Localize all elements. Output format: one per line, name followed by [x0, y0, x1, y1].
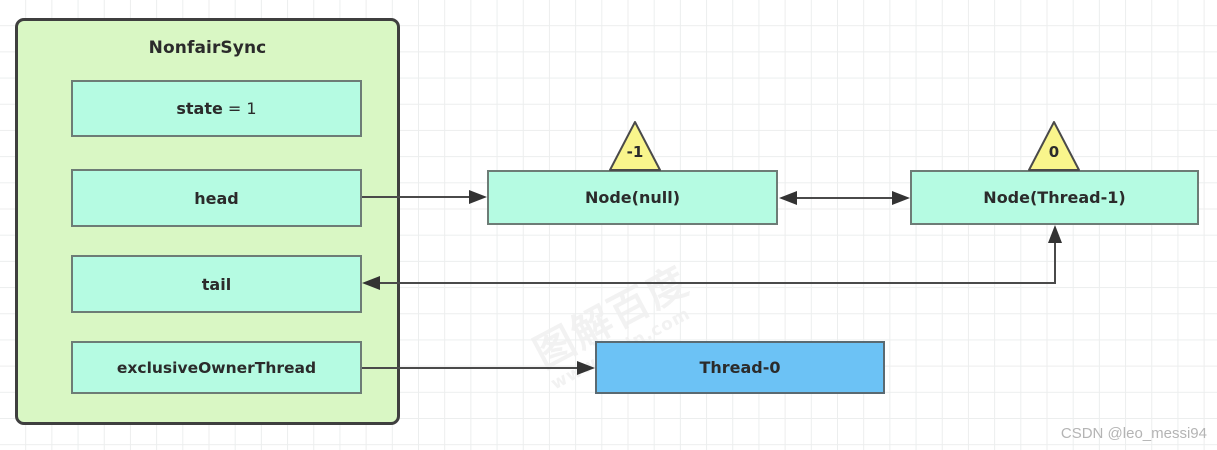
nonfairsync-title: NonfairSync: [148, 38, 267, 58]
node-thread1-label: Node(Thread-1): [983, 188, 1126, 207]
thread0-label: Thread-0: [699, 358, 781, 377]
thread0-box: Thread-0: [595, 341, 885, 394]
waitstatus-value-node-thread1: 0: [1048, 143, 1060, 161]
field-state-value: = 1: [222, 99, 257, 118]
field-tail: tail: [71, 255, 362, 313]
field-head: head: [71, 169, 362, 227]
node-null-box: Node(null): [487, 170, 778, 225]
field-head-label: head: [194, 188, 239, 208]
node-thread1-box: Node(Thread-1): [910, 170, 1199, 225]
field-tail-label: tail: [201, 274, 232, 294]
field-state-label: state: [176, 99, 223, 118]
csdn-watermark: CSDN @leo_messi94: [1060, 425, 1207, 442]
triangle-icon: [1028, 121, 1080, 171]
waitstatus-value-node-null: -1: [626, 143, 644, 161]
waitstatus-triangle-node-thread1: 0: [1028, 120, 1080, 172]
node-null-label: Node(null): [584, 188, 681, 207]
field-exclusive-owner-thread-label: exclusiveOwnerThread: [116, 358, 317, 377]
field-state: state = 1: [71, 80, 362, 137]
triangle-icon: [609, 121, 661, 171]
field-exclusive-owner-thread: exclusiveOwnerThread: [71, 341, 362, 394]
waitstatus-triangle-node-null: -1: [609, 120, 661, 172]
